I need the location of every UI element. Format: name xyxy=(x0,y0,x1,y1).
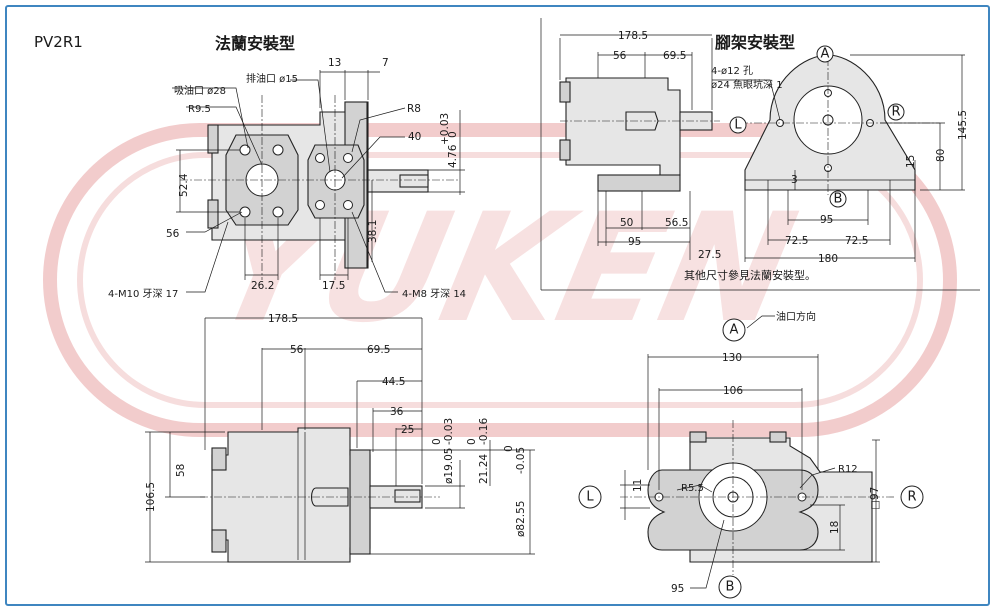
shaft-tol-bot: -0.03 xyxy=(443,418,455,445)
foot-dim-50: 50 xyxy=(620,217,633,229)
front-markers: A L R B xyxy=(578,318,924,599)
flange-rear-labels: 吸油口 ø28 R9.5 排油口 ø15 13 7 R8 40 +0.03 0 … xyxy=(108,57,466,300)
discharge-port-label: 排油口 ø15 xyxy=(246,72,298,85)
marker-r-foot xyxy=(887,103,905,121)
key-dim: 21.24 xyxy=(478,454,490,484)
front-view xyxy=(620,315,895,589)
dim-17-5: 17.5 xyxy=(322,280,345,292)
r9-5-label: R9.5 xyxy=(188,104,211,115)
marker-a-front xyxy=(722,318,746,342)
foot-dim-15: 15 xyxy=(905,155,917,168)
foot-front-view xyxy=(712,54,965,262)
side-dim-36: 36 xyxy=(390,406,404,418)
foot-dim-56-5: 56.5 xyxy=(665,217,688,229)
bolt-m10-label: 4-M10 牙深 17 xyxy=(108,288,178,300)
foot-dim-180: 180 xyxy=(818,253,838,265)
svg-text:L: L xyxy=(586,490,594,505)
front-dim-11: 11 xyxy=(632,479,644,492)
flange-rear-view xyxy=(172,70,465,293)
front-r5-5: R5.5 xyxy=(681,483,704,494)
marker-b-foot xyxy=(829,190,847,208)
dim-38-1: 38.1 xyxy=(367,220,379,243)
bolt-m8-label: 4-M8 牙深 14 xyxy=(402,288,466,300)
foot-holes-label-1: 4-ø12 孔 xyxy=(711,65,753,77)
port-direction-label: 油口方向 xyxy=(776,310,816,323)
marker-l-foot xyxy=(729,116,747,134)
svg-text:R: R xyxy=(907,490,916,505)
front-dim-18: 18 xyxy=(829,521,841,534)
key-tol-top: 0 xyxy=(466,438,478,445)
marker-r-front xyxy=(900,485,924,509)
front-r12: R12 xyxy=(838,464,858,475)
side-dim-58: 58 xyxy=(175,464,187,477)
svg-text:A: A xyxy=(821,47,830,62)
side-dim-56: 56 xyxy=(290,344,304,356)
side-view xyxy=(145,317,535,563)
foot-holes-label-2: ø24 魚眼坑深 1 xyxy=(711,78,783,91)
tol-bot: 0 xyxy=(447,131,459,138)
foot-mount-title: 腳架安裝型 xyxy=(715,33,795,52)
foot-area-border xyxy=(540,18,980,291)
svg-text:A: A xyxy=(730,323,739,338)
side-labels: 178.5 56 69.5 44.5 36 25 58 106.5 0 ø19.… xyxy=(145,313,527,537)
foot-labels: 178.5 56 69.5 50 56.5 95 27.5 4-ø12 孔 ø2… xyxy=(613,30,969,282)
pilot-tol-bot: -0.05 xyxy=(515,447,527,474)
dim-52-4: 52.4 xyxy=(178,173,190,197)
front-labels: 130 106 11 R5.5 R12 □97 18 95 油口方向 xyxy=(632,310,881,595)
drawing-frame xyxy=(5,5,990,606)
marker-a-foot xyxy=(816,45,834,63)
foot-dim-80: 80 xyxy=(935,149,947,162)
foot-dim-95b: 95 xyxy=(820,214,833,226)
side-dim-69-5: 69.5 xyxy=(367,344,390,356)
suction-port-label: 吸油口 ø28 xyxy=(174,84,226,97)
dim-26-2: 26.2 xyxy=(251,280,274,292)
side-dim-25: 25 xyxy=(401,424,414,436)
foot-side-view xyxy=(559,34,720,260)
key-tol-bot: -0.16 xyxy=(478,418,490,445)
foot-dim-27-5: 27.5 xyxy=(698,249,721,261)
front-dim-130: 130 xyxy=(722,352,742,364)
side-dim-106-5: 106.5 xyxy=(145,482,157,512)
foot-markers: A L R B xyxy=(729,45,905,208)
r8-label: R8 xyxy=(407,103,421,115)
foot-dim-178-5: 178.5 xyxy=(618,30,648,42)
shaft-tol-top: 0 xyxy=(431,438,443,445)
foot-note: 其他尺寸參見法蘭安裝型。 xyxy=(684,268,816,282)
side-dim-44-5: 44.5 xyxy=(382,376,405,388)
dim-56: 56 xyxy=(166,228,180,240)
marker-b-front xyxy=(718,575,742,599)
foot-dim-95: 95 xyxy=(628,236,641,248)
svg-text:B: B xyxy=(834,192,843,207)
side-dim-178-5: 178.5 xyxy=(268,313,298,325)
svg-text:B: B xyxy=(726,580,735,595)
dim-40: 40 xyxy=(408,131,421,143)
front-dim-95: 95 xyxy=(671,583,684,595)
svg-text:R: R xyxy=(891,105,900,120)
svg-text:L: L xyxy=(734,118,742,133)
tol-top: +0.03 xyxy=(439,113,451,145)
shaft-dia: ø19.05 xyxy=(443,448,455,484)
foot-dim-69-5: 69.5 xyxy=(663,50,686,62)
marker-l-front xyxy=(578,485,602,509)
front-dim-97: □97 xyxy=(869,487,881,510)
front-dim-106: 106 xyxy=(723,385,743,397)
pilot-dia: ø82.55 xyxy=(515,501,527,537)
dim-4-76: 4.76 xyxy=(447,144,459,168)
foot-dim-72-5a: 72.5 xyxy=(785,235,808,247)
flange-mount-title: 法蘭安裝型 xyxy=(215,34,295,53)
dim-7: 7 xyxy=(382,57,389,69)
model-label: PV2R1 xyxy=(34,33,83,51)
pilot-tol-top: 0 xyxy=(503,445,515,452)
dim-13: 13 xyxy=(328,57,341,69)
foot-dim-3: 3 xyxy=(791,174,798,186)
foot-dim-72-5b: 72.5 xyxy=(845,235,868,247)
foot-dim-56: 56 xyxy=(613,50,627,62)
foot-dim-145-5: 145.5 xyxy=(957,110,969,140)
